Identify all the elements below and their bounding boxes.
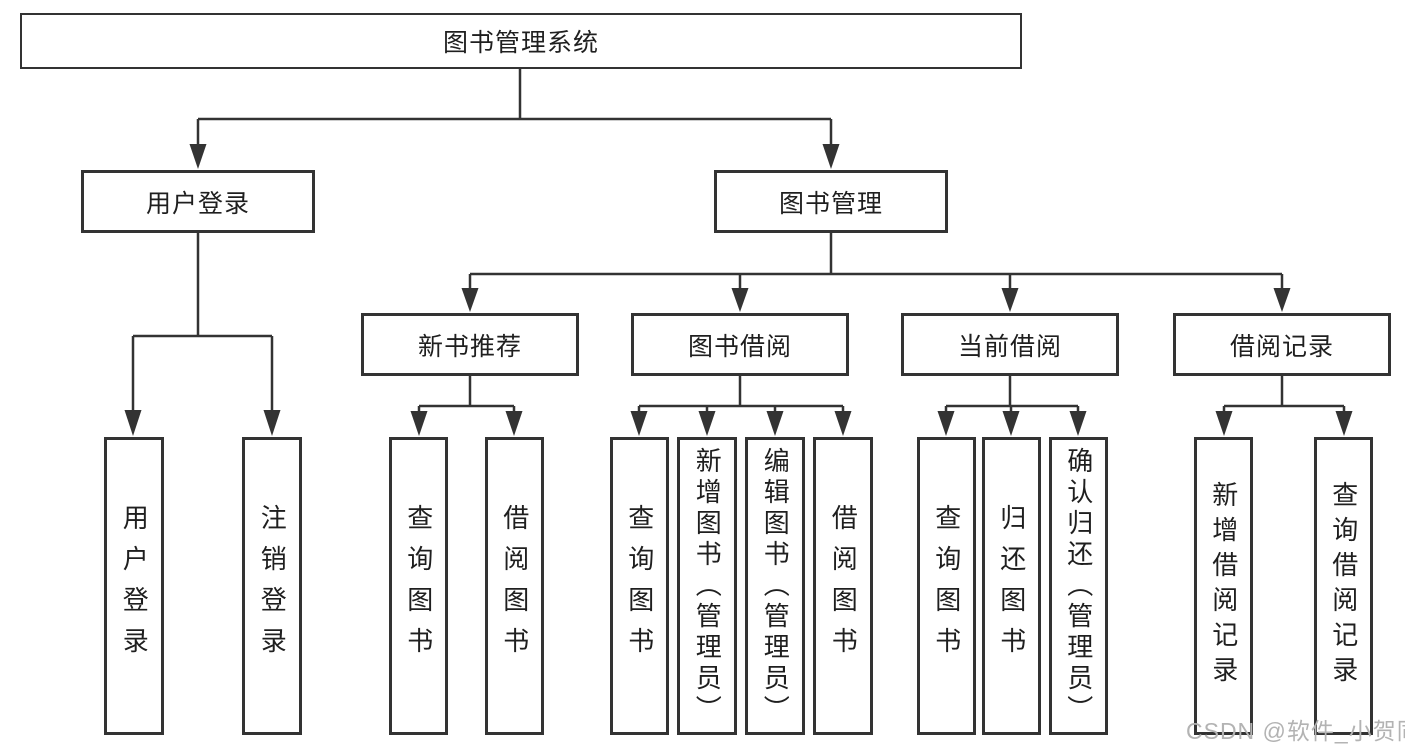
node-book-mgmt: 图书管理 bbox=[714, 170, 948, 233]
node-book-borrow-label: 图书借阅 bbox=[687, 332, 792, 361]
leaf-confirm-return-admin: 确认归还（管理员） bbox=[1049, 437, 1108, 735]
arrow-down-icon bbox=[263, 410, 281, 436]
node-book-borrow: 图书借阅 bbox=[631, 313, 849, 376]
leaf-label: 借阅图书 bbox=[499, 504, 530, 668]
leaf-query-books-1: 查询图书 bbox=[389, 437, 448, 735]
leaf-label: 查询图书 bbox=[624, 504, 655, 668]
leaf-borrow-books-1: 借阅图书 bbox=[485, 437, 544, 735]
connector-book-mgmt-split bbox=[468, 233, 1284, 290]
leaf-label: 注销登录 bbox=[257, 504, 288, 668]
arrow-down-icon bbox=[1335, 411, 1353, 436]
connector-current-borrow-split bbox=[944, 376, 1080, 412]
leaf-label: 编辑图书（管理员） bbox=[760, 446, 791, 726]
arrow-down-icon bbox=[766, 411, 784, 436]
leaf-query-borrow-record: 查询借阅记录 bbox=[1314, 437, 1373, 735]
node-book-mgmt-label: 图书管理 bbox=[778, 189, 883, 218]
arrow-down-icon bbox=[505, 411, 523, 436]
node-user-login-label: 用户登录 bbox=[145, 189, 250, 218]
arrow-down-icon bbox=[698, 411, 716, 436]
node-new-books-label: 新书推荐 bbox=[417, 332, 522, 361]
leaf-label: 用户登录 bbox=[119, 504, 150, 668]
node-current-borrow: 当前借阅 bbox=[901, 313, 1119, 376]
arrow-down-icon bbox=[1001, 288, 1019, 312]
arrowheads bbox=[124, 144, 1353, 436]
leaf-borrow-books-2: 借阅图书 bbox=[813, 437, 873, 735]
watermark: CSDN @软件_小贺同学 bbox=[1186, 718, 1405, 744]
node-borrow-records: 借阅记录 bbox=[1173, 313, 1391, 376]
connector-user-login-split bbox=[131, 233, 274, 412]
node-borrow-records-label: 借阅记录 bbox=[1229, 332, 1334, 361]
arrow-down-icon bbox=[731, 288, 749, 312]
arrow-down-icon bbox=[834, 411, 852, 436]
connector-borrow-records-split bbox=[1222, 376, 1346, 412]
arrow-down-icon bbox=[937, 411, 955, 436]
leaf-add-borrow-record: 新增借阅记录 bbox=[1194, 437, 1253, 735]
arrow-down-icon bbox=[410, 411, 428, 436]
arrow-down-icon bbox=[630, 411, 648, 436]
arrow-down-icon bbox=[1215, 411, 1233, 436]
arrow-down-icon bbox=[189, 144, 207, 169]
arrow-down-icon bbox=[1002, 411, 1020, 436]
leaf-label: 确认归还（管理员） bbox=[1063, 446, 1094, 726]
connector-root-split bbox=[196, 69, 833, 146]
node-new-books: 新书推荐 bbox=[361, 313, 579, 376]
leaf-query-books-3: 查询图书 bbox=[917, 437, 976, 735]
node-user-login: 用户登录 bbox=[81, 170, 315, 233]
leaf-label: 查询图书 bbox=[931, 504, 962, 668]
leaf-label: 归还图书 bbox=[996, 504, 1027, 668]
node-current-borrow-label: 当前借阅 bbox=[957, 332, 1062, 361]
arrow-down-icon bbox=[461, 288, 479, 312]
leaf-edit-books-admin: 编辑图书（管理员） bbox=[745, 437, 805, 735]
leaf-label: 借阅图书 bbox=[828, 504, 859, 668]
leaf-add-books-admin: 新增图书（管理员） bbox=[677, 437, 737, 735]
leaf-logout: 注销登录 bbox=[242, 437, 302, 735]
leaf-label: 查询图书 bbox=[403, 504, 434, 668]
leaf-label: 新增借阅记录 bbox=[1208, 481, 1239, 691]
leaf-label: 查询借阅记录 bbox=[1328, 481, 1359, 691]
node-root-label: 图书管理系统 bbox=[442, 29, 599, 57]
connector-new-books-split bbox=[417, 376, 516, 412]
leaf-label: 新增图书（管理员） bbox=[692, 446, 723, 726]
arrow-down-icon bbox=[822, 144, 840, 169]
arrow-down-icon bbox=[1273, 288, 1291, 312]
leaf-return-books: 归还图书 bbox=[982, 437, 1041, 735]
leaf-user-login: 用户登录 bbox=[104, 437, 164, 735]
node-root: 图书管理系统 bbox=[20, 13, 1022, 69]
connector-book-borrow-split bbox=[637, 376, 845, 412]
leaf-query-books-2: 查询图书 bbox=[610, 437, 669, 735]
arrow-down-icon bbox=[124, 410, 142, 436]
arrow-down-icon bbox=[1069, 411, 1087, 436]
